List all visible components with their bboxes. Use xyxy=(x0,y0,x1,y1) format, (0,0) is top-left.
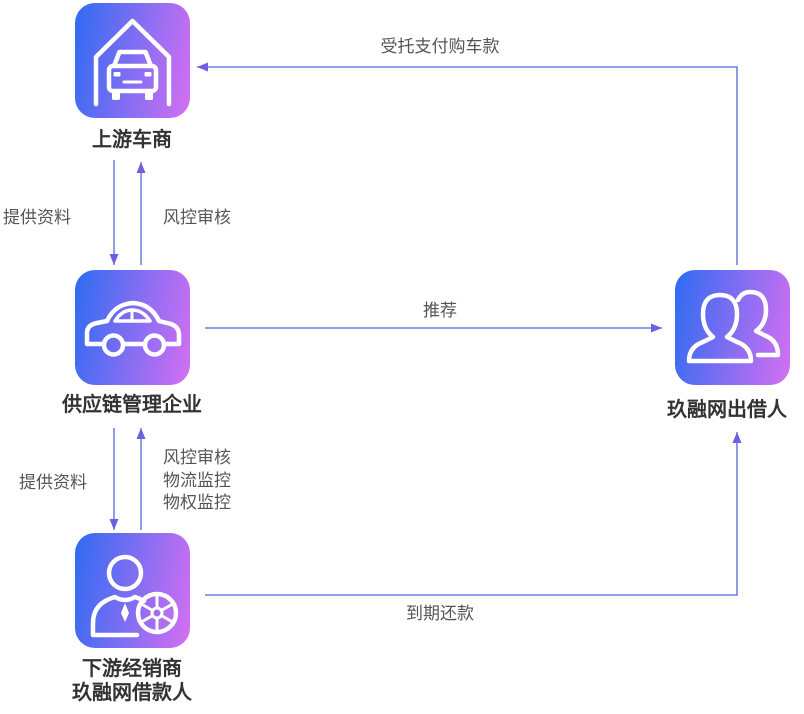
edge-label-lower-logistics-monitoring: 物流监控 xyxy=(163,471,231,490)
node-downstream-dealer xyxy=(75,533,190,648)
edge-label-upper-risk-review: 风控审核 xyxy=(163,208,231,227)
node-upstream-dealer xyxy=(75,3,190,118)
node-lender xyxy=(675,270,790,385)
garage-car-icon xyxy=(93,18,172,107)
node-label-upstream-dealer: 上游车商 xyxy=(92,129,172,151)
arrow-lender-to-upstream xyxy=(197,62,738,265)
edge-label-payment: 受托支付购车款 xyxy=(380,37,500,56)
node-label-downstream-borrower: 玖融网借款人 xyxy=(72,682,192,704)
node-label-lender: 玖融网出借人 xyxy=(667,399,787,421)
edge-label-lower-provide-info: 提供资料 xyxy=(19,473,87,492)
node-label-supply-chain-enterprise: 供应链管理企业 xyxy=(62,394,202,416)
dealer-wheel-icon xyxy=(90,554,179,638)
arrow-downstream-to-lender xyxy=(205,432,742,596)
edge-label-lower-property-monitoring: 物权监控 xyxy=(163,493,231,512)
edge-label-repayment: 到期还款 xyxy=(406,604,474,623)
node-supply-chain-enterprise xyxy=(75,270,190,385)
car-icon xyxy=(84,300,182,357)
two-people-icon xyxy=(686,289,781,364)
node-label-downstream-dealer: 下游经销商 xyxy=(82,658,182,680)
edge-label-lower-risk-review: 风控审核 xyxy=(163,448,231,467)
edge-label-recommend: 推荐 xyxy=(423,301,457,320)
edge-label-upper-provide-info: 提供资料 xyxy=(3,208,71,227)
